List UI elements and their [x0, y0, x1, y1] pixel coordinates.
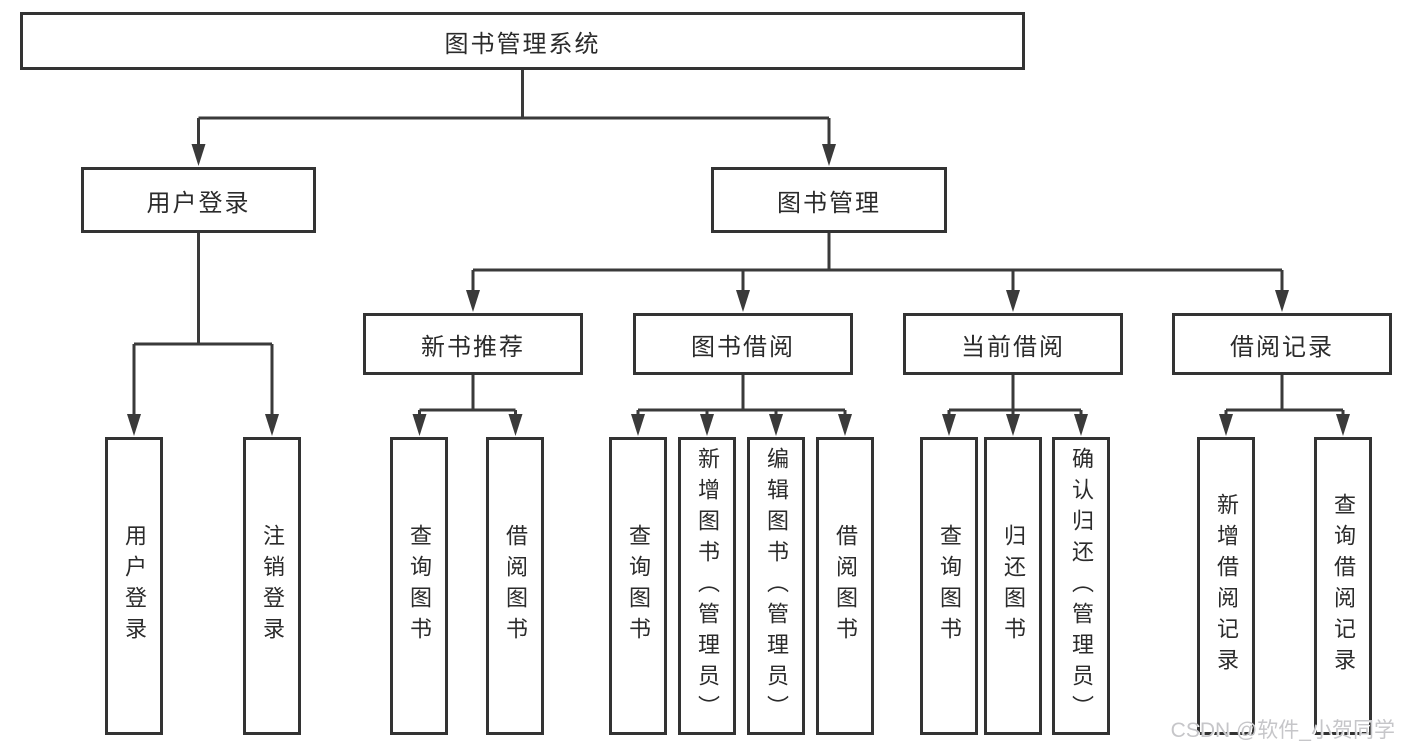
- arrow-down-icon: [1219, 414, 1233, 436]
- leaf-query-books: 查询图书: [920, 437, 978, 735]
- node-new-book-recommend: 新书推荐: [363, 313, 583, 375]
- arrow-down-icon: [942, 414, 956, 436]
- leaf-query-books: 查询图书: [609, 437, 667, 735]
- arrow-down-icon: [1336, 414, 1350, 436]
- node-book-management: 图书管理: [711, 167, 947, 233]
- arrow-down-icon: [838, 414, 852, 436]
- leaf-user-login: 用户登录: [105, 437, 163, 735]
- leaf-add-borrow-record: 新增借阅记录: [1197, 437, 1255, 735]
- leaf-label: 编辑图书（管理员）: [764, 446, 789, 726]
- leaf-label: 查询图书: [626, 524, 651, 648]
- leaf-edit-books-admin: 编辑图书（管理员）: [747, 437, 805, 735]
- node-label: 新书推荐: [421, 333, 525, 361]
- leaf-label: 借阅图书: [833, 524, 858, 648]
- leaf-label: 确认归还（管理员）: [1069, 446, 1094, 726]
- arrow-down-icon: [127, 414, 141, 436]
- leaf-query-borrow-record: 查询借阅记录: [1314, 437, 1372, 735]
- node-label: 当前借阅: [961, 333, 1065, 361]
- leaf-return-books: 归还图书: [984, 437, 1042, 735]
- leaf-borrow-books: 借阅图书: [486, 437, 544, 735]
- arrow-down-icon: [1006, 414, 1020, 436]
- leaf-logout: 注销登录: [243, 437, 301, 735]
- leaf-label: 用户登录: [122, 524, 147, 648]
- leaf-label: 新增图书（管理员）: [695, 446, 720, 726]
- leaf-borrow-books: 借阅图书: [816, 437, 874, 735]
- node-user-login: 用户登录: [81, 167, 316, 233]
- arrow-down-icon: [1275, 290, 1289, 312]
- arrow-down-icon: [736, 290, 750, 312]
- leaf-label: 注销登录: [260, 524, 285, 648]
- node-label: 用户登录: [146, 189, 251, 217]
- watermark: CSDN @软件_小贺同学: [1170, 719, 1395, 742]
- arrow-down-icon: [412, 414, 427, 436]
- arrow-down-icon: [631, 414, 645, 436]
- node-label: 图书管理: [777, 189, 881, 217]
- leaf-query-books: 查询图书: [390, 437, 448, 735]
- leaf-label: 查询图书: [407, 524, 432, 648]
- leaf-confirm-return-admin: 确认归还（管理员）: [1052, 437, 1110, 735]
- node-library-management-system: 图书管理系统: [20, 12, 1025, 70]
- arrow-down-icon: [508, 414, 523, 436]
- arrow-down-icon: [700, 414, 714, 436]
- node-current-borrow: 当前借阅: [903, 313, 1123, 375]
- leaf-label: 查询借阅记录: [1331, 493, 1356, 679]
- leaf-label: 查询图书: [937, 524, 962, 648]
- arrow-down-icon: [769, 414, 783, 436]
- leaf-label: 借阅图书: [503, 524, 528, 648]
- node-borrow-records: 借阅记录: [1172, 313, 1392, 375]
- node-label: 图书管理系统: [444, 30, 601, 58]
- arrow-down-icon: [191, 144, 206, 166]
- arrow-down-icon: [1074, 414, 1088, 436]
- arrow-down-icon: [265, 414, 279, 436]
- arrow-down-icon: [466, 290, 480, 312]
- node-label: 图书借阅: [691, 333, 795, 361]
- leaf-label: 新增借阅记录: [1214, 493, 1239, 679]
- arrow-down-icon: [822, 144, 836, 166]
- arrow-down-icon: [1006, 290, 1020, 312]
- node-label: 借阅记录: [1230, 333, 1334, 361]
- node-book-borrow: 图书借阅: [633, 313, 853, 375]
- leaf-add-books-admin: 新增图书（管理员）: [678, 437, 736, 735]
- leaf-label: 归还图书: [1001, 524, 1026, 648]
